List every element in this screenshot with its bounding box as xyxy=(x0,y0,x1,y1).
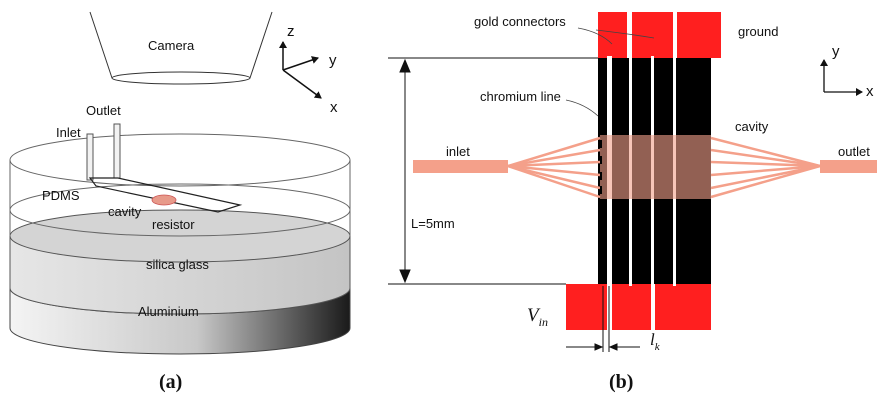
camera-label: Camera xyxy=(148,38,195,53)
outlet-label: Outlet xyxy=(86,103,121,118)
lk-dimension xyxy=(566,286,640,352)
bottom-connectors xyxy=(566,284,711,330)
aluminium-label: Aluminium xyxy=(138,304,199,319)
caption-a: (a) xyxy=(159,371,182,393)
axes-triad-a xyxy=(279,41,322,99)
vin-label: Vin xyxy=(527,305,548,329)
pdms-block xyxy=(9,133,351,237)
pdms-label: PDMS xyxy=(42,188,80,203)
y-axis-label: y xyxy=(329,52,337,69)
z-axis-label: z xyxy=(287,23,295,40)
x-axis-label: x xyxy=(330,99,338,116)
chromium-line-label: chromium line xyxy=(480,89,561,104)
y-axis-label-b: y xyxy=(832,43,840,60)
resistor-label: resistor xyxy=(152,217,195,232)
camera-shape xyxy=(89,11,273,85)
panel-b: y x gold connectors ground chromium line… xyxy=(388,12,877,393)
tubes xyxy=(86,123,121,181)
lk-label: lk xyxy=(650,330,661,353)
caption-b: (b) xyxy=(609,371,633,393)
leader-lines xyxy=(565,27,655,117)
gold-connectors-label: gold connectors xyxy=(474,14,566,29)
axes-triad-b xyxy=(820,59,863,96)
x-axis-label-b: x xyxy=(866,83,874,100)
outlet-fanout xyxy=(710,136,821,199)
inlet-label: Inlet xyxy=(56,125,81,140)
outlet-label-b: outlet xyxy=(838,144,870,159)
length-dimension xyxy=(388,57,598,285)
cavity-label-b: cavity xyxy=(735,119,769,134)
silica-glass-label: silica glass xyxy=(146,257,209,272)
cavity-region xyxy=(600,135,711,199)
inlet-channel xyxy=(413,160,508,173)
top-connectors xyxy=(598,12,721,58)
inlet-fanout xyxy=(507,136,601,199)
cavity-label-a: cavity xyxy=(108,204,142,219)
resistor-shape xyxy=(151,194,177,206)
outlet-channel xyxy=(820,160,877,173)
length-label: L=5mm xyxy=(411,216,455,231)
panel-a: Camera z y x xyxy=(9,11,351,393)
inlet-label-b: inlet xyxy=(446,144,470,159)
ground-label: ground xyxy=(738,24,778,39)
channel xyxy=(88,177,243,213)
